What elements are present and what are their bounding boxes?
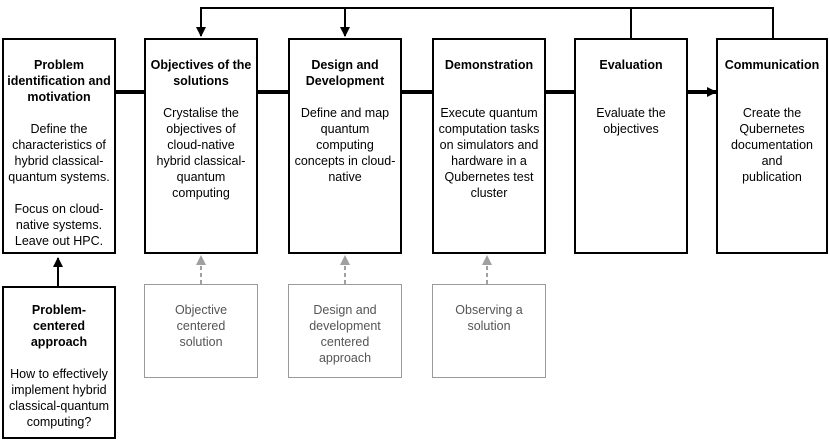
entry-text: How to effectively implement hybrid clas… <box>8 367 110 429</box>
stage-demonstration: Demonstration Execute quantum computatio… <box>432 38 546 254</box>
stage-evaluation: Evaluation Evaluate the objectives <box>574 38 688 254</box>
stage-text: Define and map quantum computing concept… <box>294 106 396 184</box>
stage-title: Objectives of the solutions <box>150 58 252 88</box>
stage-title: Problem identification and motivation <box>7 58 111 104</box>
stage-design-development: Design and Development Define and map qu… <box>288 38 402 254</box>
stage-objectives: Objectives of the solutions Crystalise t… <box>144 38 258 254</box>
stage-text: Define the characteristics of hybrid cla… <box>8 122 110 184</box>
entry-text: Design and development centered approach <box>309 303 381 365</box>
feedback-loop-inner <box>340 7 632 38</box>
entry-observing-solution: Observing a solution <box>432 284 546 378</box>
stage-problem-identification: Problem identification and motivation De… <box>2 38 116 254</box>
stage-text: Focus on cloud-native systems. Leave out… <box>14 202 104 248</box>
stage-title: Communication <box>724 58 820 72</box>
stage-title: Demonstration <box>444 58 534 72</box>
stage-text: Create the Qubernetes documentation and … <box>730 106 813 184</box>
entry-text: Objective centered solution <box>174 303 228 349</box>
stage-text: Evaluate the objectives <box>596 106 666 136</box>
stage-title: Design and Development <box>305 58 385 88</box>
stage-communication: Communication Create the Qubernetes docu… <box>716 38 828 254</box>
feedback-loop-outer <box>196 7 774 38</box>
stage-text: Execute quantum computation tasks on sim… <box>438 106 540 200</box>
entry-title: Problem-centered approach <box>30 303 88 349</box>
stage-text: Crystalise the objectives of cloud-nativ… <box>156 106 246 200</box>
stage-title: Evaluation <box>599 58 663 72</box>
entry-text: Observing a solution <box>455 303 523 333</box>
entry-objective-centered: Objective centered solution <box>144 284 258 378</box>
entry-problem-centered: Problem-centered approach How to effecti… <box>2 286 116 439</box>
entry-design-centered: Design and development centered approach <box>288 284 402 378</box>
